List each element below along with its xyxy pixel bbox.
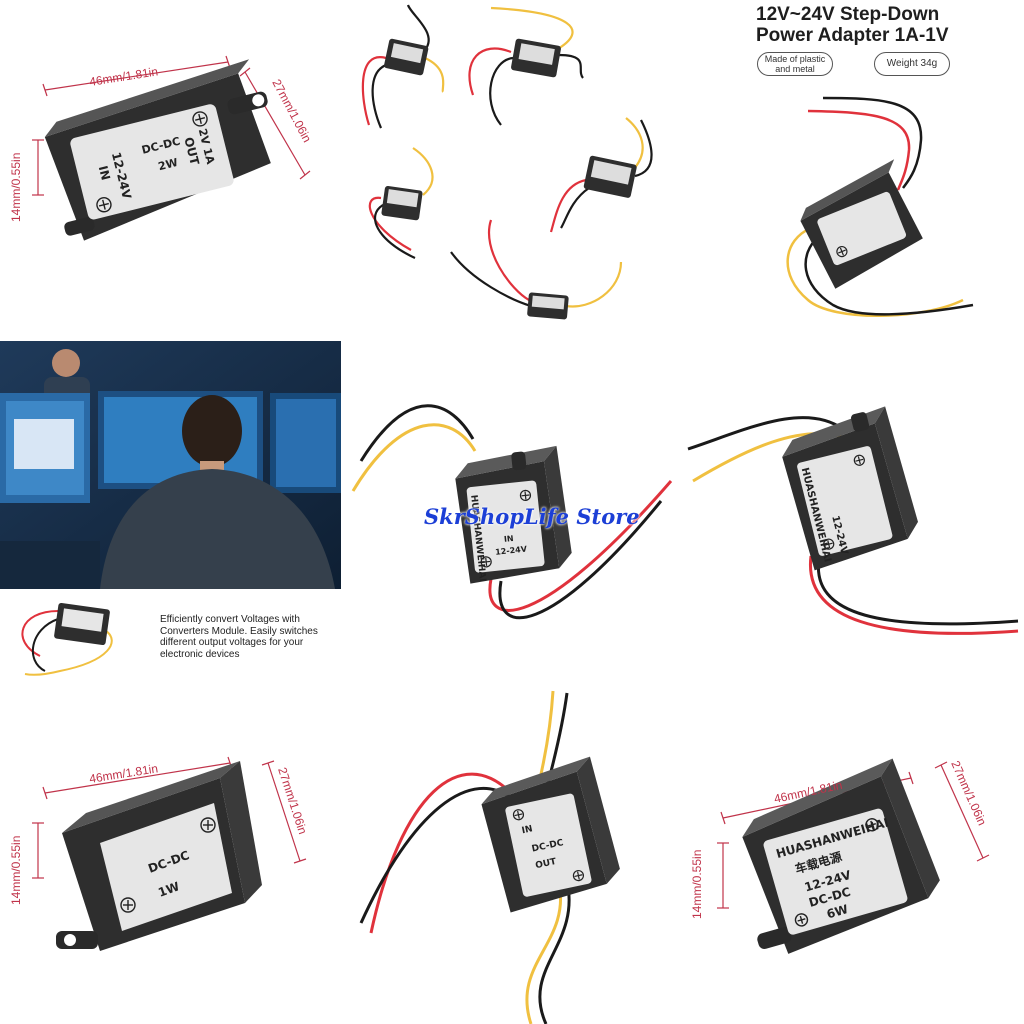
monitors — [0, 391, 341, 503]
tile-dimension-view-1: IN 12-24V DC-DC 2W OUT 2V 1A 46mm/1.81in… — [0, 0, 341, 341]
tile-module-closeup-2: HUASHANWEIHAI 12-24V — [683, 341, 1024, 682]
module-closeup-2: HUASHANWEIHAI 12-24V — [782, 406, 918, 571]
feature-caption: Efficiently convert Voltages with Conver… — [160, 614, 318, 660]
module-dimension-drawing-2: DC-DC 1W 46mm/1.81in 27mm/1.06in 14mm/0.… — [9, 756, 310, 951]
dimension-length: 46mm/1.81in — [88, 761, 159, 786]
product-title: 12V~24V Step-Down Power Adapter 1A-1V — [756, 4, 949, 46]
module-dimension-3: HUASHANWEIHAI 车载电源 12-24V DC-DC 6W — [742, 758, 940, 954]
weight-badge: Weight 34g — [874, 52, 950, 76]
tile-lifestyle: Efficiently convert Voltages with Conver… — [0, 341, 341, 682]
module-closeup: HUASHANWEIHAI IN 12-24V — [455, 445, 572, 584]
tile-dimension-view-3: HUASHANWEIHAI 车载电源 12-24V DC-DC 6W 46mm/… — [683, 683, 1024, 1024]
module-wired: IN DC-DC OUT — [481, 756, 620, 913]
dimension-height: 14mm/0.55in — [9, 153, 23, 222]
dimension-width: 27mm/1.06in — [269, 77, 314, 145]
module-angled — [800, 159, 923, 289]
label-out: OUT — [535, 857, 559, 871]
person-back — [100, 395, 335, 589]
module-dimension-drawing: IN 12-24V DC-DC 2W OUT 2V 1A 46mm/1.81in… — [9, 55, 314, 241]
material-badge: Made of plastic and metal — [757, 52, 833, 76]
label-power: 2W — [157, 156, 179, 173]
label-out: OUT — [181, 136, 202, 167]
module-dimension-drawing-3: HUASHANWEIHAI 车载电源 12-24V DC-DC 6W 46mm/… — [690, 758, 990, 954]
minus-terminal-icon — [192, 111, 208, 127]
tile-module-closeup: HUASHANWEIHAI IN 12-24V — [341, 341, 682, 682]
dimension-height: 14mm/0.55in — [690, 850, 704, 919]
store-watermark: SkrShopLife Store — [424, 504, 640, 529]
tile-dimension-view-2: DC-DC 1W 46mm/1.81in 27mm/1.06in 14mm/0.… — [0, 683, 341, 1024]
tile-title-product: 12V~24V Step-Down Power Adapter 1A-1V Ma… — [683, 0, 1024, 341]
module-side: DC-DC 1W — [56, 761, 262, 951]
label-in: IN — [521, 824, 534, 836]
label-in: IN — [503, 534, 514, 544]
label-power: 6W — [825, 902, 850, 921]
tile-multiple-modules — [341, 0, 682, 341]
label-power: 1W — [156, 879, 181, 900]
dimension-length: 46mm/1.81in — [88, 64, 159, 89]
dimension-width: 27mm/1.06in — [948, 759, 989, 828]
dimension-height: 14mm/0.55in — [9, 836, 23, 905]
tile-module-wired: IN DC-DC OUT — [341, 683, 682, 1024]
label-range: 12-24V — [495, 544, 528, 556]
small-module-group — [381, 38, 637, 320]
label-in: IN — [96, 164, 113, 181]
plus-terminal-icon — [96, 197, 112, 213]
